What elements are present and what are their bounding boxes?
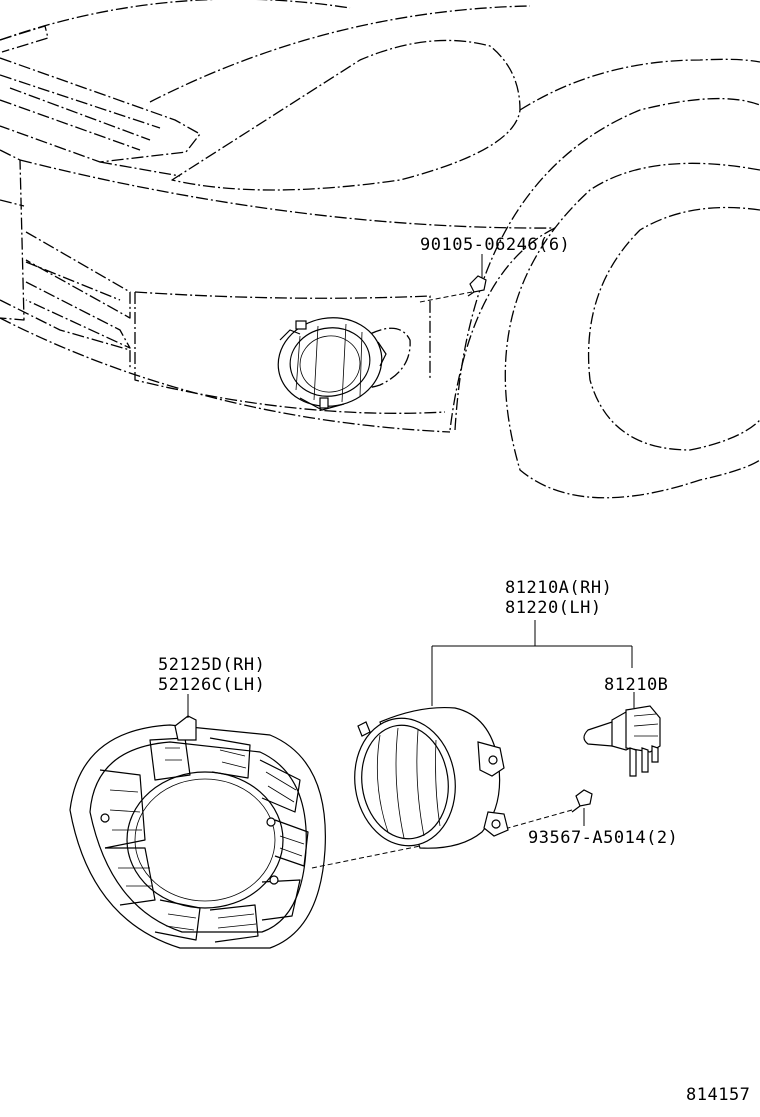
illustration-number: 814157 [686, 1085, 750, 1105]
label-cover-rh: 52125D(RH) [158, 655, 265, 675]
screw-top-icon [419, 254, 487, 303]
leader-lamp-bracket [431, 620, 633, 706]
installed-fog-lamp [277, 317, 387, 411]
vehicle-front-outline [0, 0, 760, 499]
fog-lamp-cover [69, 715, 326, 949]
label-screw-bottom: 93567-A5014(2) [528, 828, 678, 848]
label-lamp-rh: 81210A(RH) [505, 578, 612, 598]
label-screw-top: 90105-06246(6) [420, 235, 570, 255]
label-bulb: 81210B [604, 675, 668, 695]
label-lamp-lh: 81220(LH) [505, 598, 602, 618]
fog-lamp-unit [354, 706, 509, 849]
screw-bottom-icon [507, 789, 593, 829]
label-cover-lh: 52126C(LH) [158, 675, 265, 695]
assembly-line [311, 845, 421, 869]
bulb-icon [583, 705, 661, 777]
